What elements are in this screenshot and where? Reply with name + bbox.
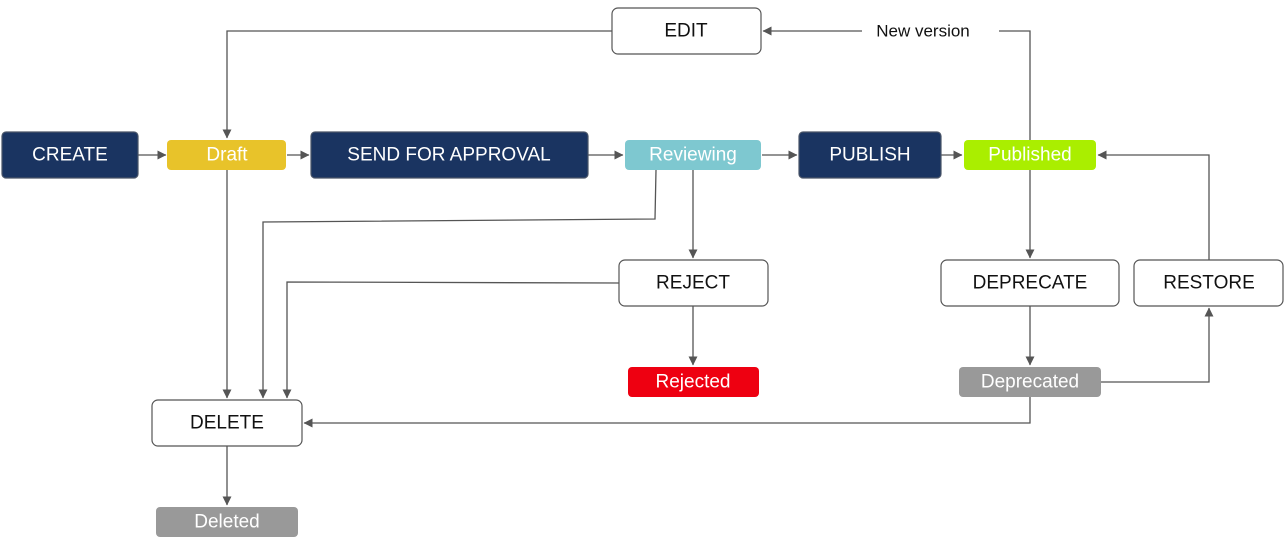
send-for-approval-node[interactable]: SEND FOR APPROVAL xyxy=(310,131,589,179)
restore-label: RESTORE xyxy=(1163,273,1255,294)
edge-reject-delete xyxy=(282,281,620,399)
rejected-state: Rejected xyxy=(628,367,759,397)
reject-label: REJECT xyxy=(656,273,730,294)
create-label: CREATE xyxy=(32,145,108,166)
deleted-state: Deleted xyxy=(156,507,298,537)
published-state: Published xyxy=(964,140,1096,170)
deleted-label: Deleted xyxy=(194,512,260,533)
reviewing-state: Reviewing xyxy=(625,140,761,170)
reject-node[interactable]: REJECT xyxy=(618,259,769,307)
send-for-approval-label: SEND FOR APPROVAL xyxy=(347,145,550,166)
draft-label: Draft xyxy=(206,145,248,166)
reviewing-label: Reviewing xyxy=(649,145,737,166)
published-label: Published xyxy=(988,145,1071,166)
edge-newversion-edit-right xyxy=(999,30,1031,143)
edit-label: EDIT xyxy=(664,21,708,42)
edge-deprecated-restore xyxy=(1101,307,1214,383)
publish-node[interactable]: PUBLISH xyxy=(798,131,942,179)
edge-edit-draft xyxy=(222,30,612,139)
restore-node[interactable]: RESTORE xyxy=(1133,259,1284,307)
delete-node[interactable]: DELETE xyxy=(151,399,303,447)
deprecate-label: DEPRECATE xyxy=(973,273,1088,294)
rejected-label: Rejected xyxy=(656,372,731,393)
deprecated-label: Deprecated xyxy=(981,372,1079,393)
edge-restore-published xyxy=(1097,150,1210,260)
edit-node[interactable]: EDIT xyxy=(611,7,762,55)
deprecated-state: Deprecated xyxy=(959,367,1101,397)
new-version-label: New version xyxy=(876,22,970,41)
delete-label: DELETE xyxy=(190,413,264,434)
create-node[interactable]: CREATE xyxy=(1,131,139,179)
edge-reviewing-delete xyxy=(258,169,657,399)
publish-label: PUBLISH xyxy=(829,145,910,166)
deprecate-node[interactable]: DEPRECATE xyxy=(940,259,1120,307)
edge-deprecated-delete xyxy=(303,397,1031,428)
edges xyxy=(138,26,1214,506)
draft-state: Draft xyxy=(167,140,286,170)
